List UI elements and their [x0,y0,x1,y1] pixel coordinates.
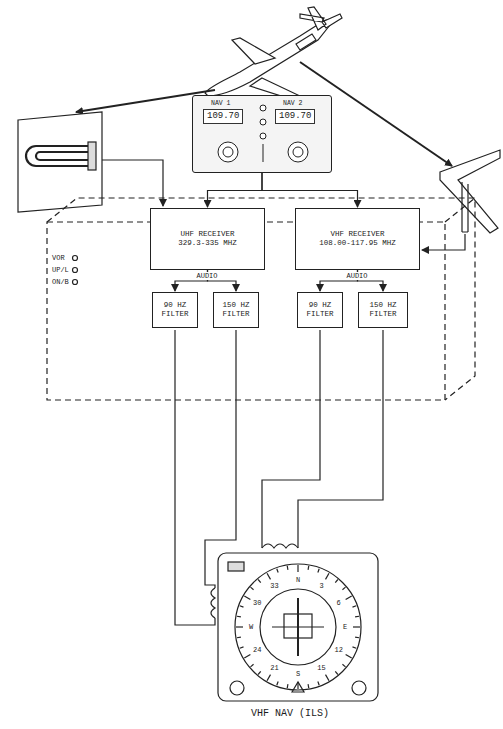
dial-tick [240,606,244,607]
signal-connector [262,173,358,207]
node-text: 150 HZ FILTER [217,301,255,320]
dial-ticks [236,565,360,689]
dial-tick [346,655,352,659]
filter-box: 90 HZ FILTER [297,292,343,328]
dial-tick [277,569,278,573]
node-text: VHF RECEIVER [330,230,384,239]
folded-dipole [26,146,90,166]
dial-tick [342,664,345,667]
node-text: 329.3-335 MHZ [178,239,237,248]
dial-tick [335,671,338,674]
dial-tick [267,675,271,681]
dial-tick [251,664,254,667]
node-text: UHF RECEIVER [180,230,234,239]
dial-tick [353,647,357,648]
flag [228,562,244,571]
dial-tick [236,626,243,627]
signal-connector [208,173,263,207]
dial-tick [244,596,250,600]
dial-label: 3 [319,582,323,590]
glideslope-bar [272,626,324,627]
node-text: 90 HZ FILTER [301,301,339,320]
dial-tick [353,626,360,627]
compass-inner [260,589,336,665]
receiver-box: VHF RECEIVER108.00-117.95 MHZ [295,208,420,270]
dial-tick [307,684,309,688]
dial-tick [318,569,319,573]
dial-tick [287,566,289,570]
dial-tick [318,682,319,686]
dial-tick [346,596,352,600]
signal-label: AUDIO [344,272,369,280]
dial-label: W [249,623,253,631]
antenna-plate [18,112,102,212]
switch [73,256,78,285]
node-text: 150 HZ FILTER [362,301,404,320]
airplane-tail [300,7,342,30]
dial-tick [244,655,250,659]
dial-tick [267,573,271,579]
compass-card [235,564,361,690]
switch-label: ON/B [52,278,69,286]
dial-tick [307,566,309,570]
node-text: 90 HZ FILTER [156,301,194,320]
caption: VHF NAV (ILS) [251,708,329,719]
dial-label: 33 [270,582,278,590]
engine [296,34,316,50]
panel-controls [193,96,333,174]
equipment-box [47,198,475,400]
dial-label: 24 [253,646,261,654]
dial-tick [287,684,289,688]
filter-box: 150 HZ FILTER [358,292,408,328]
node-text: 108.00-117.95 MHZ [319,239,396,248]
filter-box: 90 HZ FILTER [152,292,198,328]
dial-label: N [296,576,300,584]
dial-label: 15 [317,664,325,672]
dial-label: S [296,670,300,678]
control-panel: NAV 1NAV 2109.70109.70 [192,95,332,173]
signal-label: AUDIO [194,272,219,280]
antenna-cable [422,234,465,250]
dial-tick [355,636,359,638]
v-antenna [440,150,500,233]
dial-tick [342,587,345,590]
dial-tick [237,636,241,638]
dial-tick [355,616,359,618]
receiver-box: UHF RECEIVER329.3-335 MHZ [150,208,265,270]
knob [230,681,366,695]
panel-text: NAV 1 [211,100,231,108]
antenna-mount [88,142,96,170]
dial-tick [335,580,338,583]
airplane-wing [232,38,300,100]
dial-label: 6 [337,599,341,607]
panel-text: 109.70 [275,109,315,124]
filter-box: 150 HZ FILTER [213,292,259,328]
dial-tick [297,565,298,572]
warning-triangle [292,682,304,692]
dial-tick [258,671,261,674]
dial-label: 12 [335,646,343,654]
coil [211,588,215,618]
dial-label: 30 [253,599,261,607]
dial-tick [251,587,254,590]
dial-tick [277,682,278,686]
dial-tick [326,675,330,681]
dial-tick [237,616,241,618]
panel-text: 109.70 [203,109,243,124]
antenna-cable [102,160,163,206]
switch-label: UP/L [52,266,69,274]
dial-label: 21 [270,664,278,672]
instrument-case [218,553,378,701]
dial-tick [258,580,261,583]
coil [262,544,298,548]
switch-label: VOR [52,254,65,262]
dial-tick [240,647,244,648]
dial-tick [326,573,330,579]
panel-text: NAV 2 [283,100,303,108]
dial-tick [353,606,357,607]
dial-label: E [343,623,347,631]
